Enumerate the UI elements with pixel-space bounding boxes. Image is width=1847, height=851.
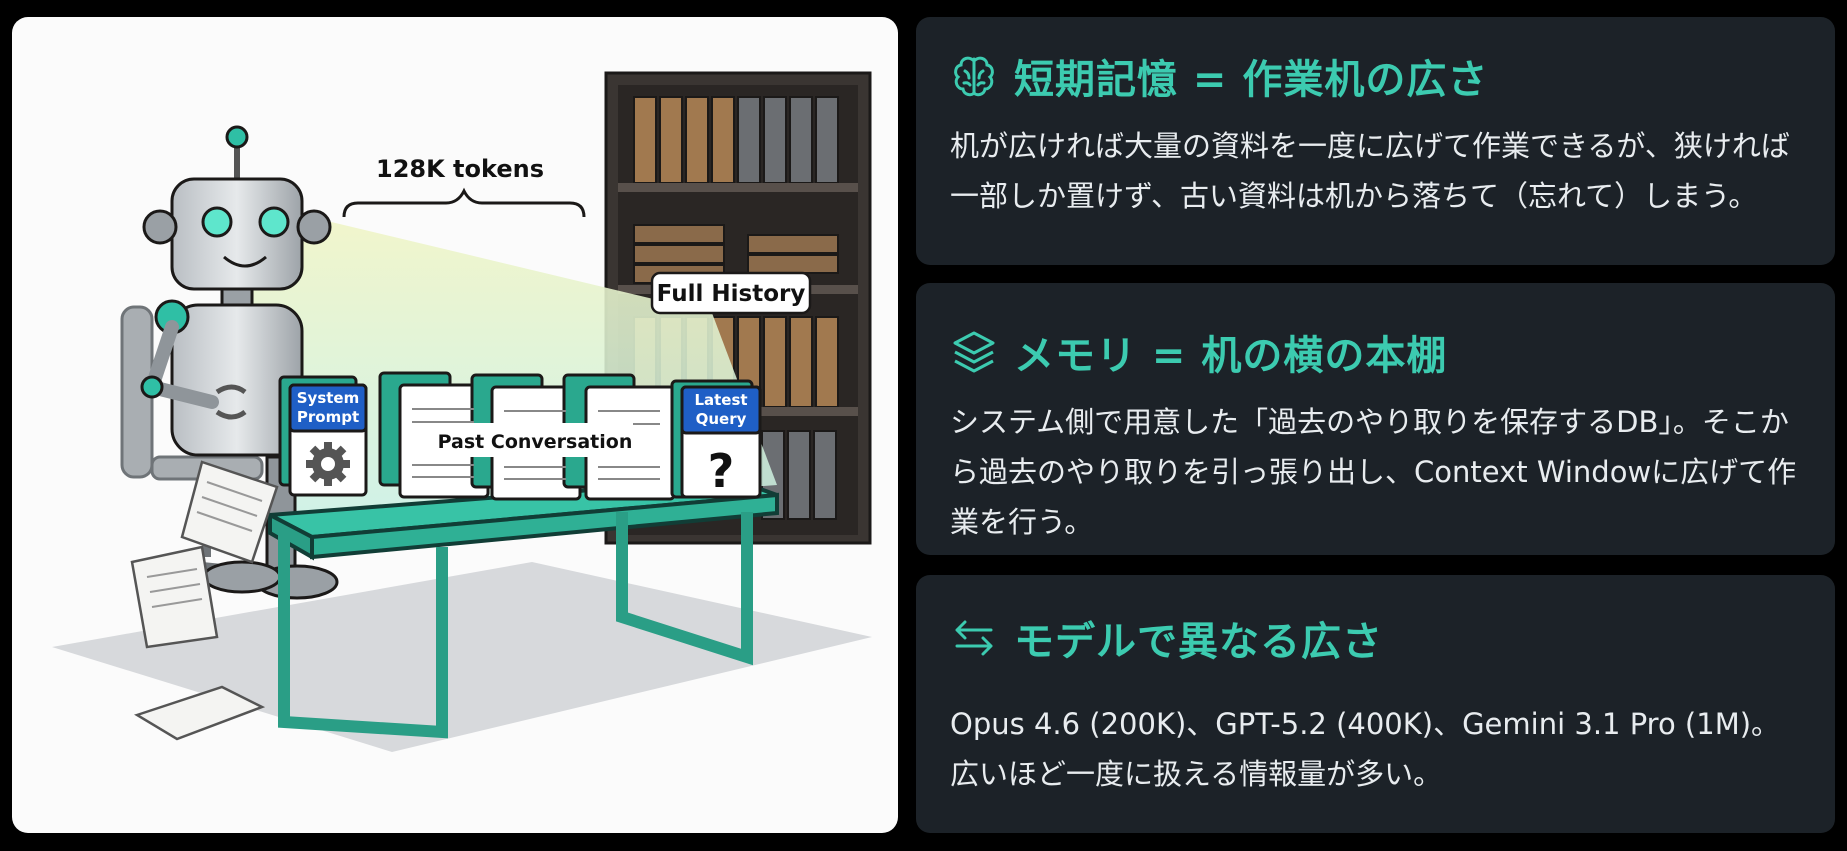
system-prompt-label-line2: Prompt	[297, 408, 359, 426]
card-title: メモリ = 机の横の本棚	[1014, 333, 1448, 379]
context-bracket	[342, 187, 586, 218]
brain-icon	[950, 52, 998, 100]
card-header: モデルで異なる広さ	[950, 607, 1801, 669]
latest-query-label-line1: Latest	[694, 391, 747, 409]
falling-papers	[130, 460, 279, 741]
past-conversation-label: Past Conversation	[438, 431, 633, 453]
tokens-label: 128K tokens	[376, 155, 544, 183]
card-memory-bookshelf: メモリ = 机の横の本棚 システム側で用意した「過去のやり取りを保存するDB」。…	[916, 283, 1835, 555]
question-mark: ?	[708, 444, 735, 498]
context-window-illustration: 128K tokens Full History System Prompt P…	[52, 71, 872, 752]
robot	[140, 125, 339, 600]
card-body: Opus 4.6 (200K)、GPT-5.2 (400K)、Gemini 3.…	[950, 707, 1781, 791]
card-body: システム側で用意した「過去のやり取りを保存するDB」。そこから過去のやり取りを引…	[950, 405, 1797, 539]
card-title: 短期記憶 = 作業机の広さ	[1014, 57, 1489, 103]
card-title: モデルで異なる広さ	[1014, 619, 1383, 665]
gear-icon	[306, 442, 350, 486]
card-body: 机が広ければ大量の資料を一度に広げて作業できるが、狭ければ一部しか置けず、古い資…	[950, 129, 1790, 213]
layers-icon	[950, 328, 998, 376]
info-cards: 短期記憶 = 作業机の広さ 机が広ければ大量の資料を一度に広げて作業できるが、狭…	[916, 17, 1835, 833]
system-prompt-label-line1: System	[297, 389, 359, 407]
full-history-badge	[650, 271, 812, 315]
swap-arrows-icon	[950, 614, 998, 662]
card-header: 短期記憶 = 作業机の広さ	[950, 45, 1801, 107]
card-short-term-memory: 短期記憶 = 作業机の広さ 机が広ければ大量の資料を一度に広げて作業できるが、狭…	[916, 17, 1835, 265]
card-header: メモリ = 机の横の本棚	[950, 321, 1801, 383]
card-model-sizes: モデルで異なる広さ Opus 4.6 (200K)、GPT-5.2 (400K)…	[916, 575, 1835, 833]
full-history-label: Full History	[657, 281, 806, 307]
latest-query-label-line2: Query	[696, 410, 747, 428]
desk	[262, 476, 779, 739]
illustration-panel: 128K tokens Full History System Prompt P…	[12, 17, 898, 833]
